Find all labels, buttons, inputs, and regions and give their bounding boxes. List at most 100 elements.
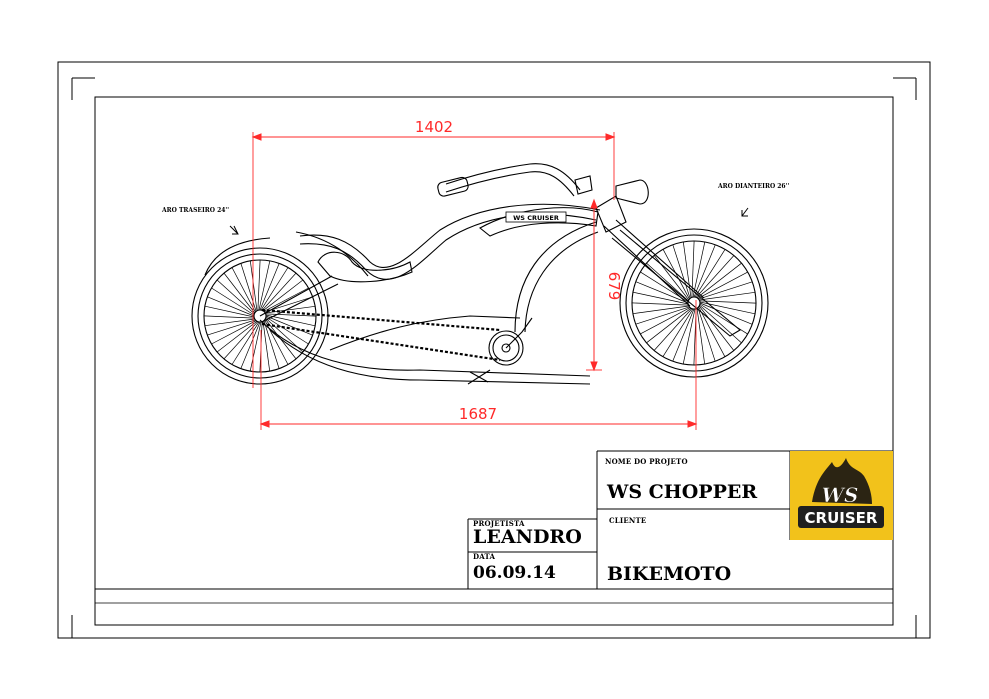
rear-wheel-spoke <box>240 263 257 312</box>
front-wheel-spoke <box>696 308 706 365</box>
front-wheel-spoke <box>662 308 694 357</box>
front-wheel-spoke <box>631 302 689 306</box>
tank-badge: WS CRUISER <box>513 214 559 222</box>
dim-height: 679 <box>605 272 623 301</box>
front-wheel-spoke <box>672 244 691 299</box>
client-label: CLIENTE <box>609 516 647 525</box>
rear-wheel-spoke <box>207 319 256 336</box>
down-tube-2 <box>524 231 599 333</box>
front-wheel-spoke <box>696 262 742 299</box>
front-wheel-spoke <box>698 306 726 357</box>
front-wheel-spoke <box>635 306 690 325</box>
down-tube <box>514 221 597 333</box>
fork <box>603 219 705 307</box>
front-wheel-spoke <box>697 271 748 299</box>
front-wheel-spoke <box>646 307 692 344</box>
tank-badge-plate <box>505 211 567 223</box>
front-wheel-spoke <box>695 255 735 298</box>
grip <box>437 176 469 197</box>
rear-wheel-note: ARO TRASEIRO 24'' <box>161 207 229 214</box>
front-wheel-spoke <box>698 281 753 300</box>
handlebar-2 <box>445 171 575 197</box>
ws-cruiser-logo: WS CRUISER <box>790 451 893 540</box>
frame-top-tube-2 <box>299 213 597 280</box>
rear-wheel-spoke <box>216 279 255 315</box>
front-wheel-spoke <box>662 249 690 300</box>
rear-wheel-spoke <box>257 259 261 311</box>
rear-wheel-spoke <box>203 315 255 319</box>
front-wheel-spoke <box>699 304 742 344</box>
seat-stay <box>259 275 333 317</box>
rear-wheel-spoke <box>216 320 258 353</box>
rear-wheel-spoke <box>265 313 317 317</box>
rear-wheel-spoke <box>262 279 304 312</box>
rear-wheel-spoke <box>249 260 258 311</box>
front-wheel-spoke <box>699 300 757 304</box>
front-wheel-spoke <box>698 305 735 351</box>
svg-text:WS: WS <box>822 483 859 507</box>
seat <box>317 251 413 283</box>
rear-wheel-spoke <box>223 272 256 314</box>
front-wheel-spoke <box>697 307 716 362</box>
rear-wheel-spoke <box>265 315 313 336</box>
rear-wheel-spoke <box>263 320 280 369</box>
seat-stay-2 <box>261 283 339 323</box>
headlight <box>615 179 649 205</box>
front-wheel-spoke <box>699 302 753 325</box>
front-wheel-spoke <box>632 305 689 315</box>
rear-wheel-spoke <box>249 321 262 372</box>
fork-2 <box>611 229 741 337</box>
seat-tube <box>295 231 369 277</box>
dim-overall-length: 1687 <box>459 405 497 423</box>
rear-light <box>574 175 593 195</box>
kickstand <box>467 369 491 385</box>
front-wheel-spoke <box>632 291 689 305</box>
head-tube <box>595 195 627 233</box>
rear-wheel-spoke <box>260 267 289 311</box>
front-wheel-spoke <box>653 308 693 351</box>
dimension-lines <box>251 132 698 430</box>
front-wheel-note: ARO DIANTEIRO 26'' <box>717 183 789 190</box>
swoop <box>329 315 521 351</box>
client-name: BIKEMOTO <box>607 563 732 585</box>
front-wheel-spoke <box>672 308 695 362</box>
front-wheel-spoke <box>635 281 689 304</box>
rear-wheel-spoke <box>207 296 255 317</box>
rear-wheel-spoke <box>204 305 255 318</box>
rear-wheel-spoke <box>262 321 271 372</box>
front-wheel-spoke <box>640 307 691 335</box>
rear-wheel-spoke <box>259 263 280 311</box>
rear-wheel-spoke <box>211 320 257 345</box>
front-wheel-spoke <box>646 262 689 302</box>
rear-wheel-spoke <box>211 287 255 316</box>
rear-fender <box>204 237 271 276</box>
rear-note-arrow <box>229 225 239 235</box>
rear-wheel-spoke <box>240 321 261 369</box>
front-wheel-spoke <box>682 308 696 365</box>
chopper-bike-drawing <box>191 163 769 385</box>
rear-wheel-spoke <box>223 321 259 360</box>
rear-wheel-spoke <box>261 272 297 311</box>
rear-wheel-spoke <box>231 321 260 365</box>
rear-wheel-spoke <box>204 318 255 327</box>
designer-name: LEANDRO <box>473 526 582 548</box>
rear-wheel-spoke <box>231 267 256 313</box>
bottom-rail <box>259 319 591 377</box>
front-wheel-spoke <box>699 303 748 335</box>
rear-wheel-spoke <box>265 314 316 327</box>
designer-label: PROJETISTA <box>473 519 525 528</box>
handlebar <box>445 163 581 191</box>
project-name-label: NOME DO PROJETO <box>605 457 688 466</box>
rear-wheel-spoke <box>258 260 271 311</box>
chainring <box>488 317 533 366</box>
date-label: DATA <box>473 552 496 561</box>
svg-text:CRUISER: CRUISER <box>805 509 878 527</box>
date-value: 06.09.14 <box>473 563 556 583</box>
front-note-arrow <box>741 207 749 217</box>
front-wheel-spoke <box>699 291 756 301</box>
front-wheel-spoke <box>693 244 716 298</box>
frame-top-tube <box>299 203 601 269</box>
front-wheel-spoke <box>694 249 726 298</box>
chain <box>261 308 501 332</box>
